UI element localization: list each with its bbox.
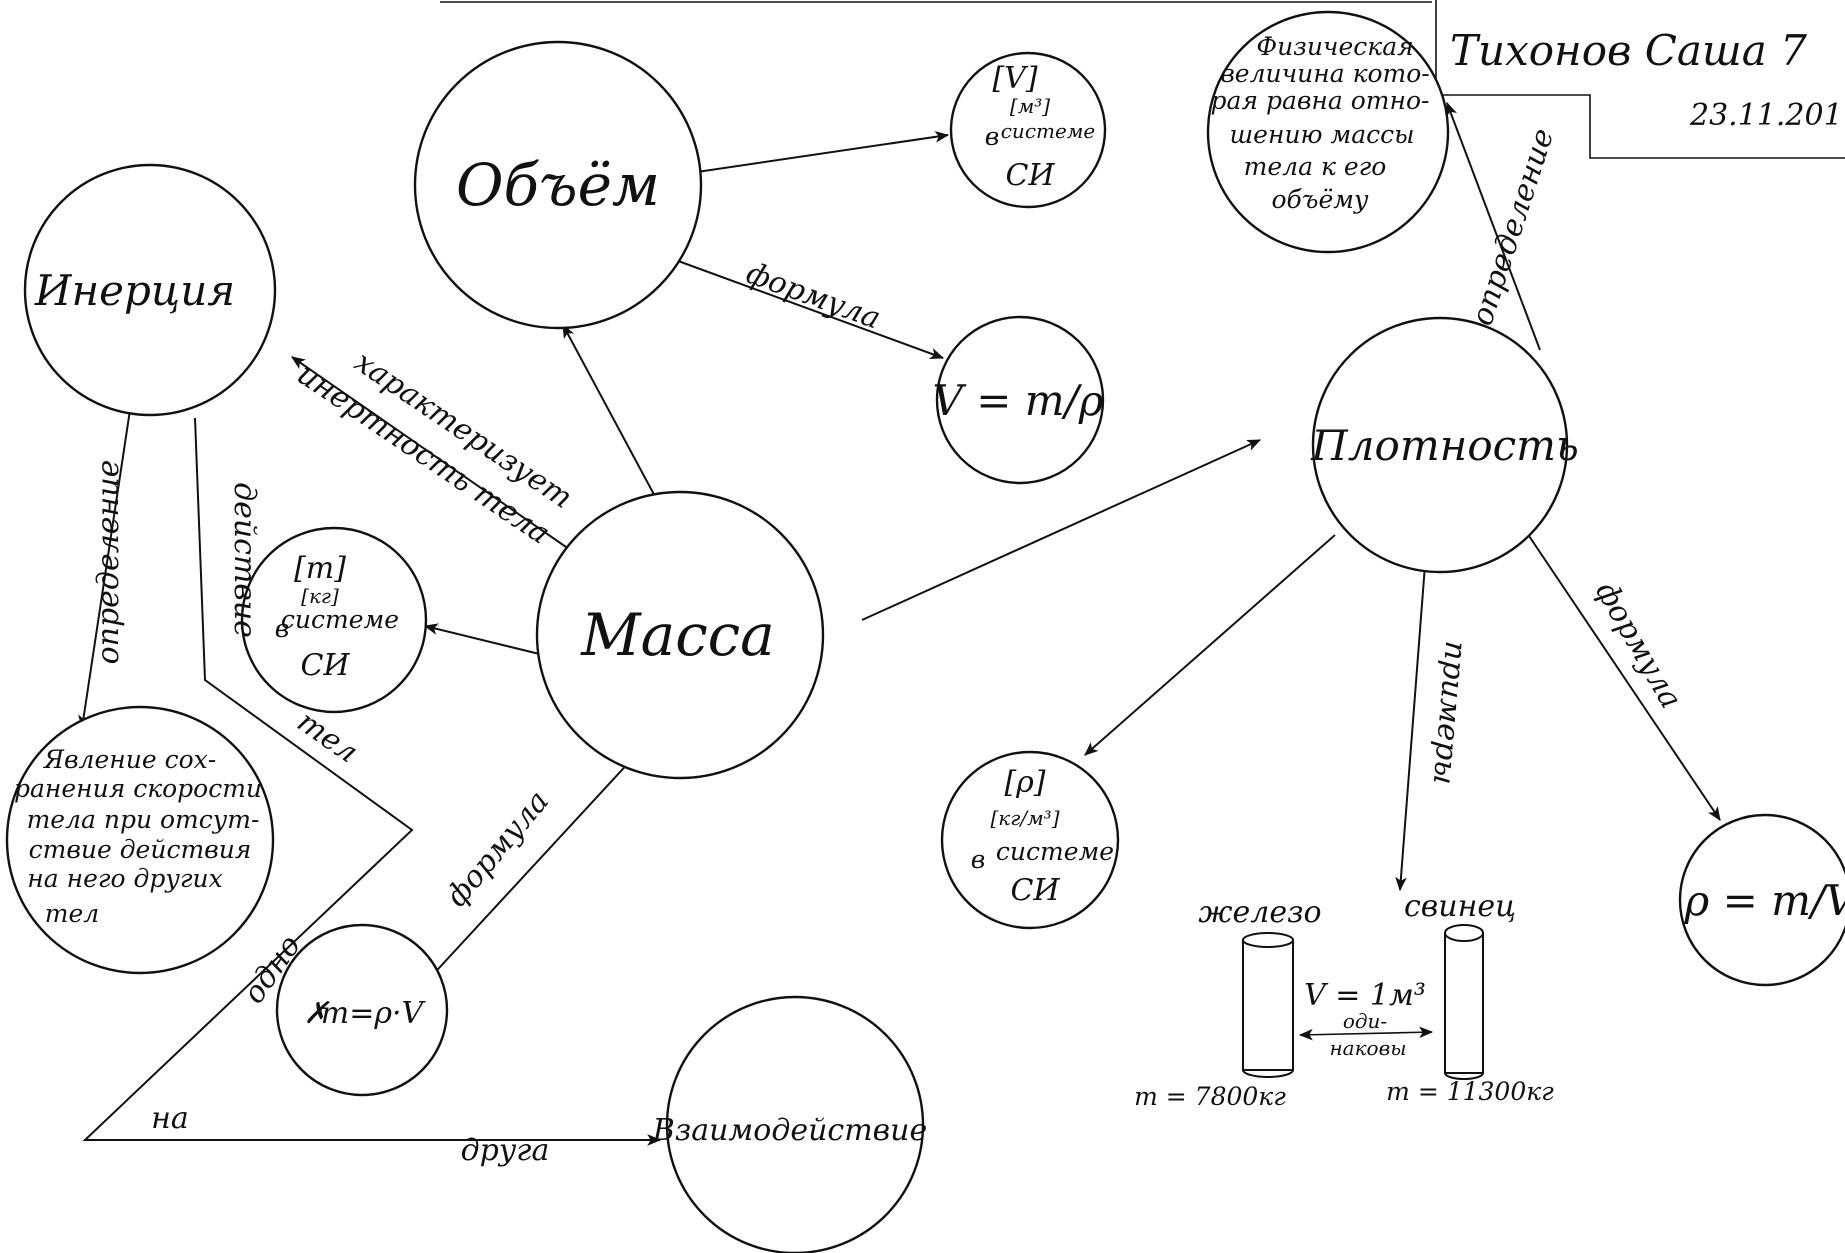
volume-units-si: СИ (1005, 158, 1055, 193)
density-units-si: СИ (1010, 873, 1060, 908)
node-density-definition (1206, 10, 1450, 254)
node-inertia-label: Инерция (34, 266, 235, 315)
node-density-units (940, 750, 1120, 930)
node-volume-label: Объём (456, 151, 660, 219)
edge-label-other: друга (461, 1133, 550, 1168)
density-definition-line-4: шению массы (1230, 120, 1415, 149)
mass-units-unit: [кг] (301, 584, 339, 608)
density-definition-line-6: объёму (1272, 185, 1369, 214)
density-definition-line-3: рая равна отно- (1211, 86, 1430, 115)
edge-label-on: на (151, 1101, 189, 1136)
node-mass (535, 490, 825, 780)
edge-label-bodies: тел (291, 704, 365, 770)
density-definition-line-2: величина кото- (1220, 59, 1430, 88)
edge-mass-formula (427, 744, 646, 981)
author-signature: Тихонов Саша 7 (1450, 26, 1807, 75)
node-inertia-definition (5, 705, 275, 975)
edge-label-formula-mass: формула (439, 784, 556, 914)
edge-density-units (1084, 534, 1336, 756)
mass-units-symbol: [m] (294, 551, 346, 586)
volume-formula-text: V = m/ρ (933, 376, 1104, 425)
density-units-unit: [кг/м³] (991, 806, 1060, 830)
volume-units-in: в (985, 122, 1000, 151)
example-iron-cylinder (1242, 932, 1294, 1078)
example-lead-mass: m = 11300кг (1386, 1077, 1554, 1106)
edge-volume-units (696, 131, 950, 173)
date-signature: 23.11.201 (1689, 98, 1843, 133)
node-density-formula (1678, 813, 1845, 987)
node-interaction-label: Взаимодействие (652, 1113, 927, 1148)
mass-formula-text: m=ρ·V (321, 996, 427, 1031)
density-units-in: в (971, 845, 986, 874)
density-formula-text: ρ = m/V (1684, 876, 1845, 925)
mass-units-in: в (275, 614, 290, 643)
example-same-1: оди- (1343, 1009, 1388, 1033)
example-lead-label: свинец (1404, 889, 1516, 924)
volume-units-unit: [м³] (1010, 94, 1050, 118)
inertia-definition-line-1: Явление сох- (43, 745, 216, 774)
node-volume-formula (935, 315, 1105, 485)
edge-mass-density (861, 439, 1262, 621)
example-same-2: наковы (1329, 1036, 1406, 1060)
node-interaction (665, 995, 925, 1253)
example-volume: V = 1м³ (1304, 978, 1426, 1013)
edge-inertia-definition (78, 409, 131, 730)
example-same-arrow (1298, 1026, 1434, 1041)
node-volume (413, 40, 703, 330)
inertia-definition-line-4: ствие действия (29, 835, 252, 864)
edge-volume-formula (669, 257, 945, 360)
mass-formula-strike: ✗ (303, 996, 330, 1031)
node-mass-label: Масса (580, 601, 775, 669)
inertia-definition-line-2: ранения скорости (14, 774, 262, 803)
edge-density-formula (1524, 529, 1721, 821)
node-volume-units (949, 51, 1107, 209)
example-iron-label: железо (1198, 895, 1321, 930)
edge-label-action: действие (227, 482, 262, 638)
inertia-definition-line-6: тел (45, 899, 99, 928)
node-mass-units (240, 526, 428, 714)
mass-units-si: СИ (300, 648, 350, 683)
volume-units-system: системе (1001, 119, 1096, 143)
edge-density-definition (1446, 101, 1541, 351)
edge-mass-inertia (291, 356, 593, 566)
edge-label-examples: примеры (1426, 640, 1473, 787)
node-mass-formula (275, 923, 449, 1097)
node-inertia (23, 163, 277, 417)
volume-units-symbol: [V] (992, 61, 1037, 96)
density-definition-line-5: тела к его (1244, 152, 1387, 181)
example-iron-mass: m = 7800кг (1134, 1082, 1286, 1111)
edge-label-formula-volume: формула (741, 256, 885, 337)
inertia-definition-line-3: тела при отсут- (27, 805, 260, 834)
frame-line-corner (1436, 94, 1845, 159)
edge-inertia-interaction (82, 417, 662, 1146)
node-density-label: Плотность (1310, 421, 1579, 470)
edge-label-density-definition: определение (1465, 124, 1562, 330)
density-units-system: системе (996, 837, 1114, 866)
edge-density-examples (1395, 564, 1426, 892)
density-definition-line-1: Физическая (1256, 32, 1413, 61)
inertia-definition-line-5: на него других (27, 864, 222, 893)
node-density (1311, 316, 1569, 574)
example-lead-cylinder (1444, 924, 1484, 1080)
edge-label-inertia-definition: определение (91, 460, 126, 665)
density-units-symbol: [ρ] (1004, 765, 1045, 800)
mass-units-system: системе (281, 605, 399, 634)
